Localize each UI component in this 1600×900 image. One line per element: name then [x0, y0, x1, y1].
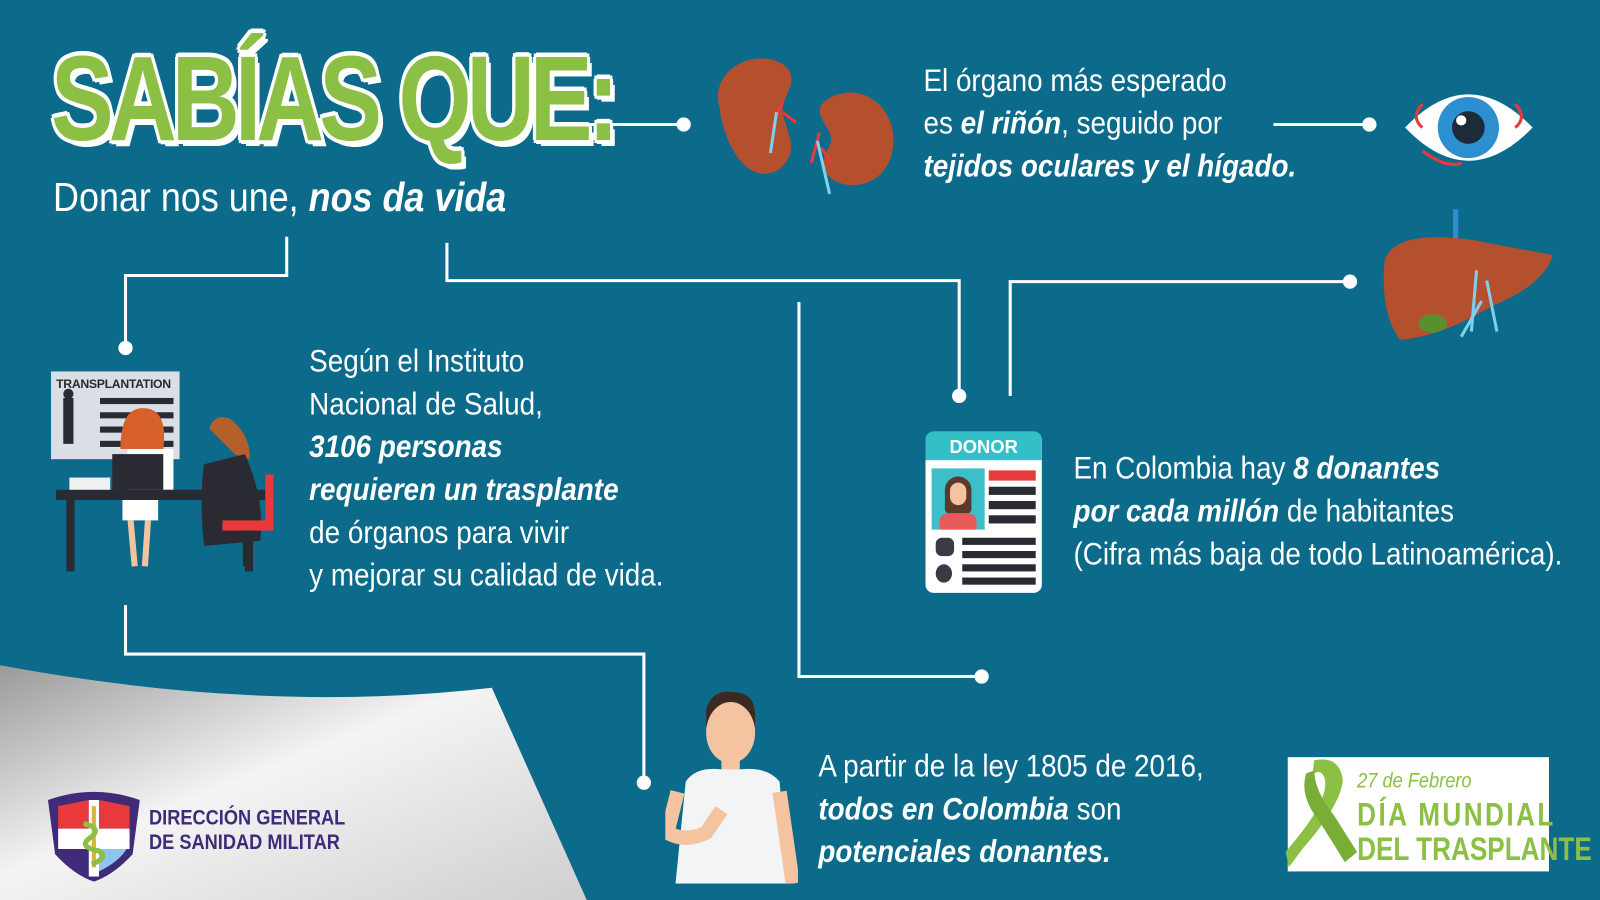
text: son [1068, 790, 1122, 827]
fact-ins-line: requieren un trasplante [309, 471, 619, 508]
text-emphasis: el riñón [960, 105, 1062, 141]
text: , seguido por [1061, 105, 1223, 141]
fact-organ-line: tejidos oculares y el hígado. [923, 147, 1297, 184]
org-name-line: DIRECCIÓN GENERAL [148, 806, 346, 830]
text-emphasis: por cada millón [1073, 492, 1280, 529]
fact-colombia-line: En Colombia hay 8 donantes [1073, 447, 1562, 490]
fact-law-line: potenciales donantes. [818, 833, 1111, 870]
page-curl [0, 665, 587, 900]
page-title: SABÍAS QUE: [51, 31, 619, 167]
green-ribbon-icon [1285, 759, 1358, 868]
text: En Colombia hay [1073, 449, 1294, 486]
liver-icon [1383, 209, 1554, 340]
office-illustration [56, 388, 274, 572]
kidneys-icon [718, 58, 894, 195]
text-emphasis: todos en Colombia [818, 790, 1069, 827]
fact-colombia: En Colombia hay 8 donantes por cada mill… [1073, 447, 1562, 576]
fact-ins-line: de órganos para vivir [309, 514, 570, 550]
fact-colombia-line: por cada millón de habitantes [1073, 490, 1562, 533]
donor-photo [931, 468, 985, 530]
fact-organ: El órgano más esperado es el riñón, segu… [923, 59, 1296, 188]
fact-law-line: A partir de la ley 1805 de 2016, [818, 747, 1204, 784]
badge-title-line2: DEL TRASPLANTE [1357, 830, 1592, 868]
fact-ins: Según el Instituto Nacional de Salud, 31… [309, 340, 663, 597]
org-name-line: DE SANIDAD MILITAR [148, 830, 340, 855]
eye-icon [1405, 94, 1533, 166]
fact-ins-line: 3106 personas [309, 428, 503, 465]
fact-law-line: todos en Colombia son [818, 788, 1203, 831]
badge-date: 27 de Febrero [1357, 769, 1472, 793]
person-icon [665, 691, 798, 884]
subtitle-regular: Donar nos une, [53, 175, 309, 221]
donor-card-label: DONOR [925, 431, 1042, 461]
fact-organ-line: es el riñón, seguido por [923, 102, 1296, 145]
fact-ins-line: Según el Instituto [309, 342, 525, 379]
badge-title-line1: DÍA MUNDIAL [1357, 795, 1556, 833]
text: de habitantes [1279, 492, 1455, 529]
text: es [923, 105, 961, 141]
fact-colombia-line: (Cifra más baja de todo Latinoamérica). [1073, 535, 1563, 572]
donor-card-icon: DONOR [925, 431, 1042, 593]
subtitle-emphasis: nos da vida [308, 175, 507, 221]
fact-organ-line: El órgano más esperado [923, 62, 1227, 98]
text-emphasis: 8 donantes [1293, 449, 1441, 486]
sanidad-militar-shield-logo [47, 791, 140, 882]
fact-ins-line: y mejorar su calidad de vida. [309, 557, 664, 593]
page-subtitle: Donar nos une, nos da vida [53, 176, 506, 222]
board-label: TRANSPLANTATION [56, 376, 171, 391]
organization-name: DIRECCIÓN GENERAL DE SANIDAD MILITAR [149, 806, 345, 855]
fact-law: A partir de la ley 1805 de 2016, todos e… [818, 745, 1203, 874]
fact-ins-line: Nacional de Salud, [309, 385, 543, 422]
